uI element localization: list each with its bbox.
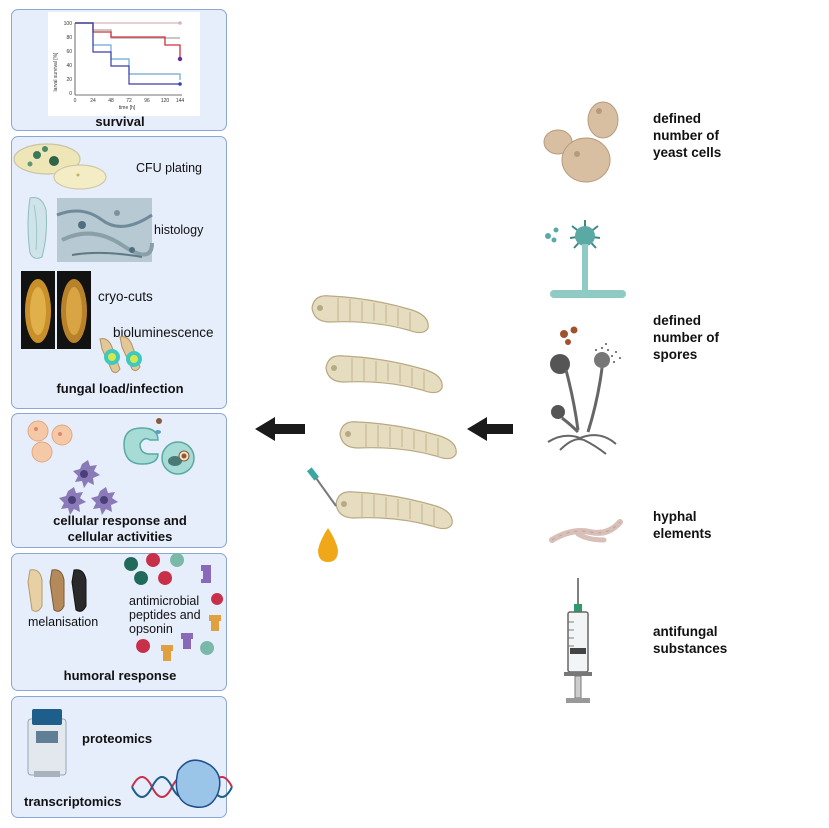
amp-label-line1: antimicrobial — [129, 594, 200, 608]
y-tick: 20 — [66, 77, 72, 83]
yeast-label-line2: number of — [653, 128, 719, 143]
cryo-cuts-label: cryo-cuts — [98, 289, 153, 304]
x-tick: 24 — [90, 98, 96, 104]
bioluminescent-larvae-icon — [99, 336, 142, 374]
humoral-title: humoral response — [63, 668, 177, 683]
melanisation-larvae-icon — [27, 569, 87, 612]
cryo-cuts-image — [21, 271, 91, 349]
yeast-label-line1: defined — [653, 111, 702, 126]
y-tick: 40 — [66, 63, 72, 69]
x-tick: 48 — [108, 98, 114, 104]
yeast-label: defined number of yeast cells — [653, 110, 721, 161]
x-tick: 144 — [176, 98, 185, 104]
antifungal-label-line2: substances — [653, 641, 728, 656]
hyphal-label-line1: hyphal — [653, 509, 697, 524]
humoral-response-panel: melanisation antimicrobial peptides and … — [11, 553, 227, 691]
fungal-spores-hyphae-icon — [547, 326, 621, 455]
proteomics-label: proteomics — [82, 731, 153, 746]
fungal-load-title: fungal load/infection — [56, 381, 184, 396]
injection-needle-icon — [306, 467, 338, 562]
hyphal-label-line2: elements — [653, 526, 712, 541]
survival-panel: larval survival [%] 100 80 60 40 20 0 0 … — [11, 9, 227, 131]
cellular-response-panel: cellular response and cellular activitie… — [11, 413, 227, 548]
y-tick: 60 — [66, 49, 72, 55]
survival-chart: larval survival [%] 100 80 60 40 20 0 0 … — [48, 12, 200, 116]
x-tick: 72 — [126, 98, 132, 104]
melanisation-label: melanisation — [28, 615, 99, 629]
hyphal-label: hyphal elements — [653, 508, 712, 542]
y-tick: 80 — [66, 35, 72, 41]
mass-spectrometer-icon — [27, 709, 67, 777]
x-tick: 120 — [161, 98, 170, 104]
yeast-cells-icon — [543, 101, 619, 183]
hyphal-elements-icon — [549, 519, 623, 543]
bioluminescence-label: bioluminescence — [113, 325, 214, 340]
survival-title: survival — [95, 114, 145, 129]
x-tick: 0 — [74, 98, 77, 104]
cellular-title-line2: cellular activities — [67, 529, 173, 544]
fungal-load-panel: CFU plating histology cryo-cuts biolumin… — [11, 136, 227, 409]
x-tick: 96 — [144, 98, 150, 104]
antifungal-label: antifungal substances — [653, 623, 727, 657]
hemocytes-icon — [27, 418, 195, 515]
syringe-icon — [564, 578, 592, 703]
amp-label-line2: peptides and — [129, 608, 201, 622]
histology-label: histology — [154, 223, 204, 237]
arrow-left-icon — [255, 417, 305, 441]
antifungal-label-line1: antifungal — [653, 624, 718, 639]
cfu-plating-label: CFU plating — [136, 161, 202, 175]
spores-label: defined number of spores — [653, 312, 719, 363]
y-tick: 100 — [64, 21, 73, 27]
histology-image — [27, 197, 154, 262]
aspergillus-conidiophore-icon — [545, 220, 626, 298]
y-axis-label: larval survival [%] — [53, 52, 59, 92]
y-tick: 0 — [69, 91, 72, 97]
transcriptomics-label: transcriptomics — [24, 794, 122, 809]
spores-label-line2: number of — [653, 330, 719, 345]
arrow-left-icon — [467, 417, 513, 441]
petri-dish-icon — [13, 143, 107, 190]
yeast-label-line3: yeast cells — [653, 145, 722, 160]
spores-label-line3: spores — [653, 347, 698, 362]
spores-label-line1: defined — [653, 313, 702, 328]
antimicrobial-peptides-icon — [124, 553, 224, 661]
x-axis-label: time [h] — [119, 105, 136, 111]
cellular-title-line1: cellular response and — [53, 513, 187, 528]
amp-label-line3: opsonin — [129, 622, 173, 636]
omics-panel: proteomics transcriptomics — [11, 696, 233, 818]
dna-rna-icon — [131, 759, 233, 808]
